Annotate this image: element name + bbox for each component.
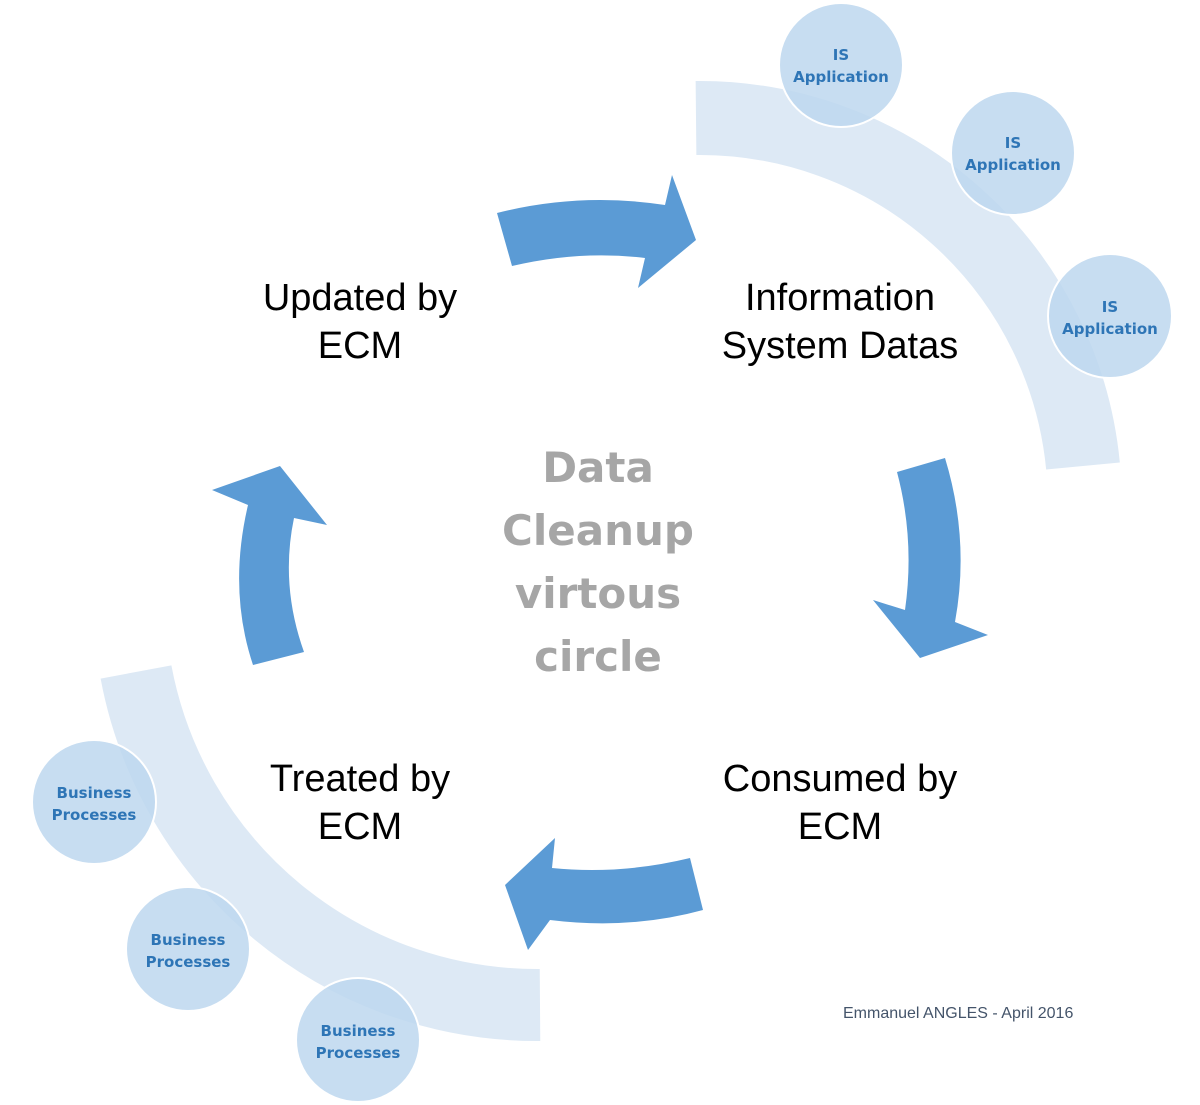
arrow-bottom — [505, 838, 703, 950]
arrow-top — [497, 175, 696, 288]
arrow-left — [212, 466, 327, 665]
author-credit: Emmanuel ANGLES - April 2016 — [843, 1005, 1073, 1022]
is-arc-band — [695, 80, 1120, 470]
arrow-right — [873, 458, 988, 658]
business-arc-band — [100, 665, 541, 1042]
